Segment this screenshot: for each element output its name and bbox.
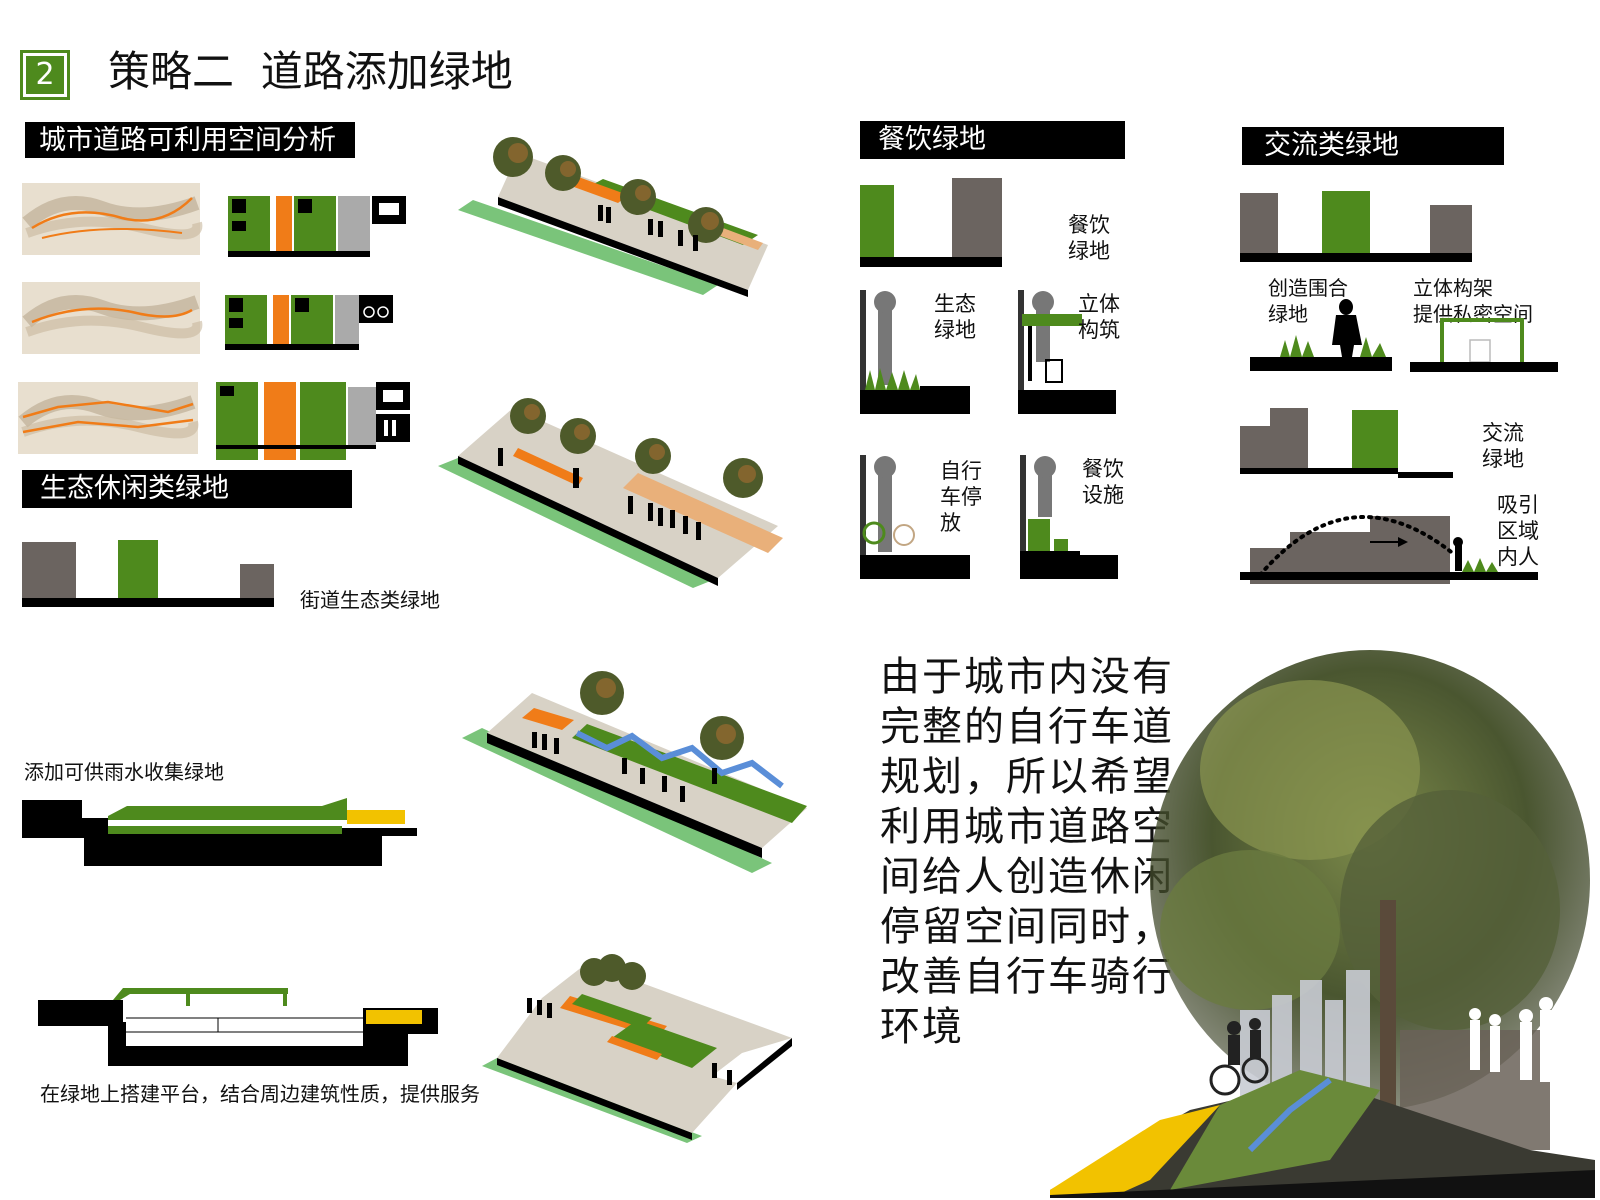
label-street-eco: 街道生态类绿地 xyxy=(300,588,440,612)
section-number: 2 xyxy=(26,56,64,94)
axonometric-street-3 xyxy=(462,671,807,873)
road-section-diagram-3 xyxy=(216,382,410,460)
label-attract-people-text: 吸引 区域 内人 xyxy=(1497,493,1539,569)
label-dining-facility-text: 餐饮 设施 xyxy=(1082,457,1124,507)
label-dining-facility: 餐饮 设施 xyxy=(1082,456,1142,508)
label-enclosed-greenspace: 创造围合 绿地 xyxy=(1268,275,1348,327)
3d-structure-diagram xyxy=(1018,290,1116,414)
label-exchange-greenspace-text: 交流 绿地 xyxy=(1482,421,1524,471)
enclosed-greenspace-diagram xyxy=(1250,299,1392,371)
platform-section-diagram xyxy=(38,988,438,1066)
label-rainwater: 添加可供雨水收集绿地 xyxy=(24,760,224,784)
label-eco-greenspace-text: 生态 绿地 xyxy=(934,292,976,342)
label-3d-structure-text: 立体 构筑 xyxy=(1078,292,1120,342)
section-header-eco-leisure: 生态休闲类绿地 xyxy=(22,470,352,508)
label-platform: 在绿地上搭建平台，结合周边建筑性质，提供服务 xyxy=(40,1082,480,1106)
road-section-diagram-2 xyxy=(225,295,393,350)
city-map-thumbnail-3 xyxy=(18,382,199,454)
attract-people-diagram xyxy=(1240,514,1538,584)
axonometric-plaza xyxy=(482,954,792,1143)
label-exchange-greenspace: 交流 绿地 xyxy=(1482,420,1542,472)
label-bike-parking: 自行 车停 放 xyxy=(940,458,1000,536)
axonometric-street-1 xyxy=(458,137,768,297)
city-map-thumbnail-2 xyxy=(22,282,203,354)
exchange-greenspace-diagram xyxy=(1240,408,1453,478)
road-section-diagram-1 xyxy=(228,196,406,257)
eco-greenspace-diagram xyxy=(860,290,970,414)
strategy-description: 由于城市内没有完整的自行车道规划，所以希望利用城市道路空间给人创造休闲停留空间同… xyxy=(880,654,1174,1050)
rainwater-section-diagram xyxy=(22,798,417,866)
dining-facility-diagram xyxy=(1020,455,1118,579)
private-space-diagram xyxy=(1410,318,1558,372)
bike-parking-diagram xyxy=(860,455,970,579)
label-attract-people: 吸引 区域 内人 xyxy=(1497,492,1557,570)
label-3d-structure: 立体 构筑 xyxy=(1078,291,1138,343)
section-number-badge: 2 xyxy=(20,50,70,100)
label-eco-greenspace: 生态 绿地 xyxy=(934,291,994,343)
exchange-section-diagram xyxy=(1240,191,1472,262)
label-enclosed-greenspace-text: 创造围合 绿地 xyxy=(1268,276,1348,326)
label-dining-greenspace: 餐饮 绿地 xyxy=(1068,212,1128,264)
city-map-thumbnail-1 xyxy=(22,183,203,255)
dining-greenspace-diagram xyxy=(860,178,1002,267)
section-header-road-space: 城市道路可利用空间分析 xyxy=(25,122,355,158)
page-title: 策略二 道路添加绿地 xyxy=(108,47,513,96)
label-bike-parking-text: 自行 车停 放 xyxy=(940,459,982,535)
axonometric-street-2 xyxy=(438,398,783,588)
eco-leisure-section-diagram xyxy=(22,540,274,607)
label-dining-greenspace-text: 餐饮 绿地 xyxy=(1068,213,1110,263)
section-header-dining: 餐饮绿地 xyxy=(860,121,1125,159)
section-header-exchange: 交流类绿地 xyxy=(1242,127,1504,165)
street-tree-scene xyxy=(1050,650,1595,1198)
